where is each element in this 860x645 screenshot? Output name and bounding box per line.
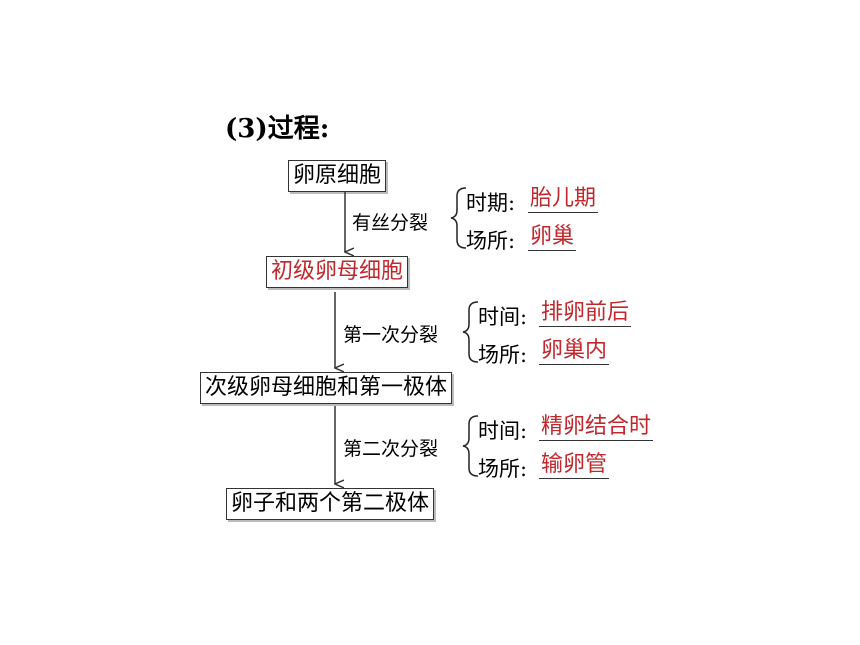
brace-2 [462, 301, 479, 363]
primary-oocyte-box: 初级卵母细胞 [266, 256, 409, 288]
brace-1 [450, 187, 467, 249]
stage2-label1: 时间: [478, 305, 528, 329]
stage3-label1: 时间: [478, 419, 528, 443]
stage1-answer2: 卵巢 [528, 224, 577, 251]
stage1-label1: 时期: [466, 191, 516, 215]
stage-label-mitosis: 有丝分裂 [352, 212, 429, 234]
stage3-answer1: 精卵结合时 [539, 414, 654, 441]
section-title: (3)过程: [225, 114, 330, 144]
stage3-label2: 场所: [478, 457, 528, 481]
ovum-box: 卵子和两个第二极体 [226, 488, 435, 520]
brace-3 [462, 415, 479, 477]
stage1-label2: 场所: [466, 229, 516, 253]
stage2-answer2: 卵巢内 [539, 338, 610, 365]
stage2-answer1: 排卵前后 [539, 300, 632, 327]
stage2-label2: 场所: [478, 343, 528, 367]
stage3-answer2: 输卵管 [539, 452, 610, 479]
oogonium-box: 卵原细胞 [288, 160, 387, 192]
secondary-oocyte-box: 次级卵母细胞和第一极体 [200, 372, 453, 404]
stage-label-second-division: 第二次分裂 [343, 438, 439, 460]
stage1-answer1: 胎儿期 [528, 186, 599, 213]
stage-label-first-division: 第一次分裂 [343, 324, 439, 346]
